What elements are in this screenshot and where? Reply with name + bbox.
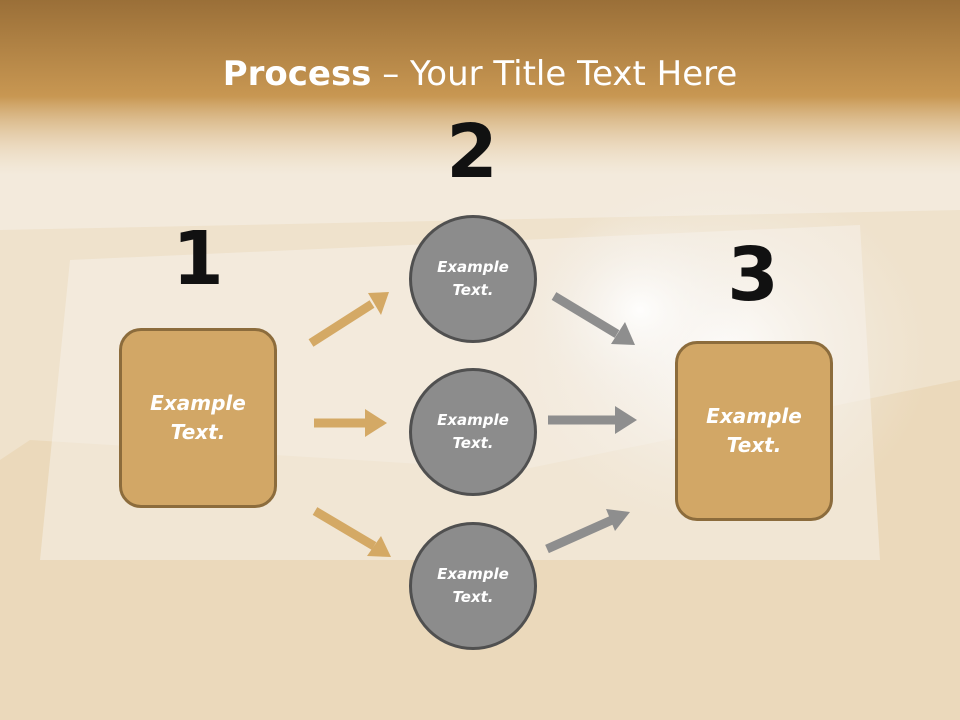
circle-middle-line2: Text.	[452, 434, 494, 452]
slide-title: Process – Your Title Text Here	[0, 52, 960, 96]
arrow-up-right-gray	[545, 509, 630, 554]
arrow-up-right-gold	[308, 292, 389, 347]
step-1-line2: Text.	[170, 420, 226, 444]
arrow-down-right-gray	[551, 292, 635, 345]
circle-top-line1: Example	[437, 258, 509, 276]
arrow-right-gray	[548, 406, 637, 434]
step-1-line1: Example	[150, 391, 246, 415]
step-number-1: 1	[172, 216, 224, 302]
arrow-right-gold	[314, 409, 387, 437]
step-number-3: 3	[727, 232, 779, 318]
step-3-line1: Example	[706, 404, 802, 428]
step-number-2: 2	[446, 109, 498, 195]
circle-bottom-line1: Example	[437, 565, 509, 583]
circle-top-line2: Text.	[452, 281, 494, 299]
title-rest: – Your Title Text Here	[371, 54, 738, 94]
arrow-down-right-gold	[312, 507, 391, 557]
step-3-line2: Text.	[726, 433, 782, 457]
circle-bottom-line2: Text.	[452, 588, 494, 606]
circle-middle-line1: Example	[437, 411, 509, 429]
title-bold: Process	[222, 54, 372, 94]
